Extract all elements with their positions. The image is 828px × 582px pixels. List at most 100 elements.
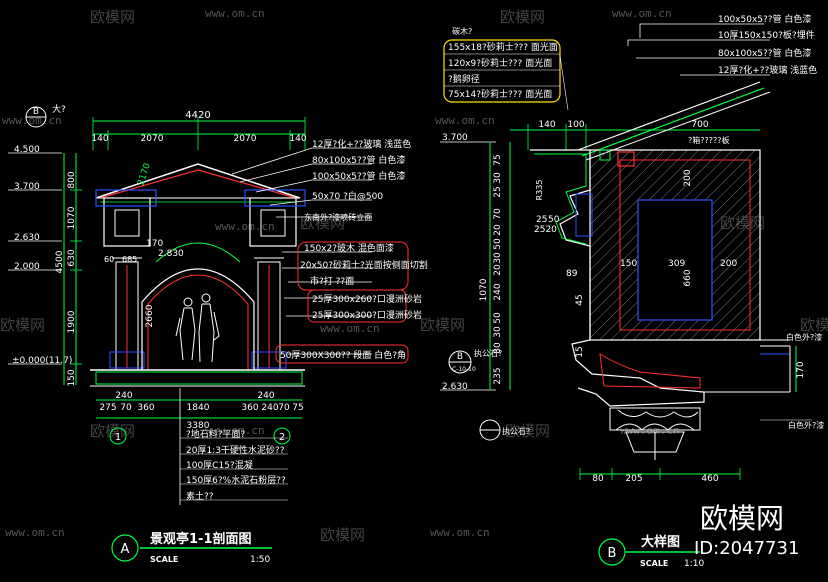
foundation-note: 150厚6?%水泥石粉层?? xyxy=(186,474,286,486)
vertical-dim: 70 xyxy=(493,208,503,220)
brand-name: 欧模网 xyxy=(700,502,784,535)
watermark-url: www.om.cn xyxy=(430,526,490,539)
title-marker: B xyxy=(608,546,617,561)
vertical-dim: 1070 xyxy=(67,206,77,229)
foundation-note: 20厚1:3干硬性水泥砂?? xyxy=(186,444,285,456)
vertical-dim: 20 xyxy=(493,264,503,276)
watermark-url: www.om.cn xyxy=(215,220,275,233)
bottom-dim: 70 xyxy=(120,403,132,413)
material-note: ?鹅卵径 xyxy=(448,73,480,85)
material-note: 10厚150x150?板?埋件 xyxy=(718,29,815,41)
material-note: 25厚300x260?口漫洲砂岩 xyxy=(312,293,422,305)
inner-dim: 660 xyxy=(683,269,693,286)
inner-dim: 2660 xyxy=(145,304,155,327)
elevation-label: 2.630 xyxy=(14,233,40,243)
elevation-markers: 4.500 3.700 2.630 2.000 ±0.000(11.7) xyxy=(8,145,72,366)
title-marker: A xyxy=(121,542,130,557)
bottom-dim: 240 xyxy=(257,391,274,401)
scale-value: 1:10 xyxy=(684,559,704,569)
watermark-brand: 欧模网 xyxy=(500,8,545,26)
right-note: 白色外?漆 xyxy=(788,420,824,430)
material-note: 20x50?砂莉士?光面按侧面切割 xyxy=(300,259,428,271)
detail-marker: B xyxy=(457,352,463,362)
vertical-dim: 25 xyxy=(493,186,503,197)
foundation-note: 素土?? xyxy=(186,490,214,502)
top-material-notes: 100x50x5??管 白色漆 10厚150x150?板?埋件 80x100x5… xyxy=(627,13,817,76)
vertical-dim: 75 xyxy=(493,154,503,165)
material-note: 12厚?化+??玻璃 浅蓝色 xyxy=(312,138,411,150)
vertical-dim: 1070 xyxy=(479,278,489,301)
inner-dim: 25 xyxy=(536,215,547,225)
inner-dim: 309 xyxy=(668,259,685,269)
elevation-label: 2.000 xyxy=(14,262,40,272)
vertical-dim: 20 xyxy=(493,224,503,236)
top-dim: 140 xyxy=(91,134,108,144)
foundation-notes: ?地石料?平面? 20厚1:3干硬性水泥砂?? 100厚C15?混凝 150厚6… xyxy=(180,428,288,502)
bottom-dim: 75 xyxy=(292,403,303,413)
right-note: 白色外?漆 xyxy=(786,332,822,342)
left-material-notes: 碳木? 155x18?砂莉士??? 面光面 120x9?砂莉士??? 面光面 ?… xyxy=(443,26,569,111)
watermark-layer: 欧模网 www.om.cn 欧模网 www.om.cn www.om.cn ww… xyxy=(0,7,828,544)
watermark-url: www.om.cn xyxy=(612,7,672,20)
vertical-dim: 235 xyxy=(493,367,503,384)
inner-dim: 15 xyxy=(575,346,585,357)
material-note: 市?打 ??面 xyxy=(310,275,354,287)
material-note: 150x2?玻木 混色面漆 xyxy=(304,242,394,254)
scale-label: SCALE xyxy=(150,555,178,564)
watermark-brand: 欧模网 xyxy=(800,316,828,334)
material-note: 80x100x5??管 白色漆 xyxy=(312,154,405,166)
inner-dim: 60 xyxy=(104,255,114,264)
drawing-title: 景观亭1-1剖面图 xyxy=(150,531,252,547)
notes-title: 碳木? xyxy=(452,26,472,36)
inner-dim: 170 xyxy=(146,239,163,249)
bottom-dim: 80 xyxy=(592,474,604,484)
inner-dim: 200 xyxy=(683,169,693,186)
vertical-dim: 800 xyxy=(67,171,77,188)
bottom-dim: 460 xyxy=(701,474,718,484)
top-dim: 700 xyxy=(691,120,708,130)
pavilion-section-drawing: B 大? 4420 140 2070 2070 140 4.500 3.700 … xyxy=(8,103,428,565)
vertical-dim: 240 xyxy=(493,283,503,300)
drawing-title: 大样图 xyxy=(641,534,680,550)
detail-ref: C-10-10 xyxy=(452,366,476,373)
axis-label: 1 xyxy=(115,432,121,443)
top-dim: 100 xyxy=(567,120,584,130)
elevation-label: ±0.000(11.7) xyxy=(12,356,72,366)
axis-label: 2 xyxy=(279,432,285,443)
inner-dim: 200 xyxy=(720,259,737,269)
material-note: 东南外?漆喷砖立面 xyxy=(304,212,372,222)
scale-value: 1:50 xyxy=(250,555,270,565)
bottom-dim: 1840 xyxy=(187,403,210,413)
foundation-note: 100厚C15?混凝 xyxy=(186,460,253,471)
watermark-url: www.om.cn xyxy=(205,424,265,437)
inner-dim: 170 xyxy=(796,361,806,378)
inner-dim: 2520 xyxy=(534,225,557,235)
watermark-brand: 欧模网 xyxy=(300,214,345,232)
red-highlight-cloud xyxy=(307,289,407,323)
elevation-label: 4.500 xyxy=(14,145,40,155)
watermark-url: www.om.cn xyxy=(435,114,495,127)
material-notes: 12厚?化+??玻璃 浅蓝色 80x100x5??管 白色漆 100x50x5?… xyxy=(275,138,428,364)
watermark-brand: 欧模网 xyxy=(0,316,45,334)
elevation-label: 3.700 xyxy=(442,133,468,143)
vertical-dim: 50 xyxy=(493,312,503,324)
scale-label: SCALE xyxy=(640,559,668,568)
vertical-dim: 630 xyxy=(67,249,77,266)
material-note: 50x70 ?白@500 xyxy=(312,190,383,202)
drawing-title-block: A 景观亭1-1剖面图 SCALE 1:50 xyxy=(111,531,272,565)
material-note: 100x50x5??管 白色漆 xyxy=(718,13,811,25)
bottom-dim: 360 xyxy=(137,403,154,413)
bottom-dim: 275 xyxy=(99,403,116,413)
top-dim: 2070 xyxy=(234,134,257,144)
inner-dim: 50 xyxy=(548,215,560,225)
top-dim: 140 xyxy=(538,120,555,130)
top-total-dimension: 4420 xyxy=(185,110,210,121)
vertical-dim: 150 xyxy=(67,369,77,386)
left-note: 执公石? xyxy=(474,348,502,358)
watermark-url: www.om.cn xyxy=(320,322,380,335)
red-highlight-cloud xyxy=(275,344,409,364)
vertical-dim: 30 xyxy=(493,252,503,264)
material-note: 12厚?化+??玻璃 浅蓝色 xyxy=(718,64,817,76)
material-note: 80x100x5??管 白色漆 xyxy=(718,47,811,59)
material-note: 100x50x5??管 白色漆 xyxy=(312,170,405,182)
